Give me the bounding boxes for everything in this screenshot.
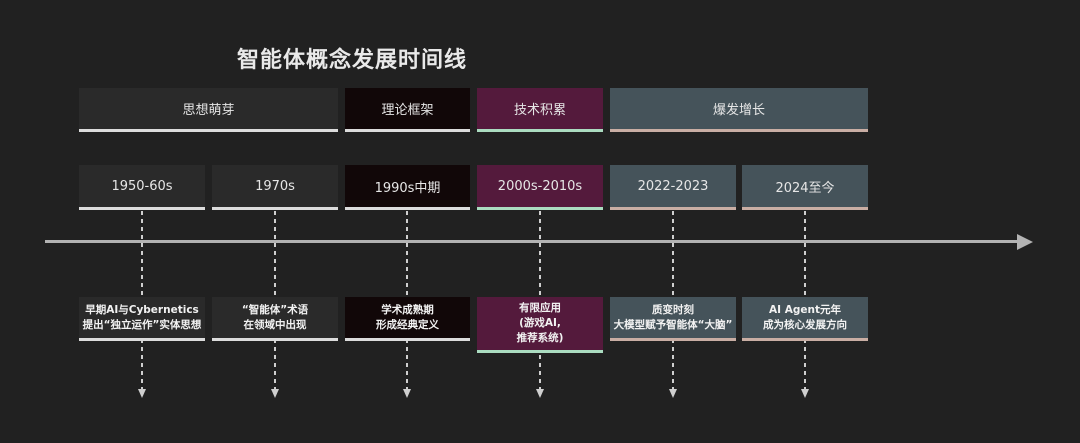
event-line: 在领域中出现 — [243, 318, 307, 331]
event-line: 推荐系统) — [516, 332, 564, 344]
page-title: 智能体概念发展时间线 — [237, 48, 468, 73]
right-arrow-icon — [1017, 233, 1033, 250]
phase-box-accumulation: 技术积累 — [477, 88, 603, 132]
down-arrow-icon — [138, 389, 146, 398]
event-line: 学术成熟期 — [381, 303, 434, 316]
event-box-term-appears: “智能体”术语 在领域中出现 — [212, 297, 338, 341]
phase-box-explosion: 爆发增长 — [610, 88, 868, 132]
period-box-2024-now: 2024至今 — [742, 165, 868, 210]
event-line: AI Agent元年 — [769, 303, 841, 316]
event-line: 成为核心发展方向 — [763, 318, 847, 331]
period-label: 1950-60s — [111, 178, 173, 194]
period-label: 2022-2023 — [637, 178, 709, 194]
phase-label: 技术积累 — [513, 103, 566, 118]
phase-label: 理论框架 — [381, 103, 434, 118]
down-arrow-icon — [669, 389, 677, 398]
event-box-early-ai: 早期AI与Cybernetics 提出“独立运作”实体思想 — [79, 297, 205, 341]
period-label: 2000s-2010s — [497, 178, 583, 194]
event-line: 质变时刻 — [652, 303, 694, 316]
event-box-qualitative-change: 质变时刻 大模型赋予智能体“大脑” — [610, 297, 736, 341]
period-label: 1990s中期 — [374, 180, 441, 196]
period-box-1970s: 1970s — [212, 165, 338, 210]
period-label: 2024至今 — [775, 180, 835, 196]
event-box-ai-agent-era: AI Agent元年 成为核心发展方向 — [742, 297, 868, 341]
event-line: 提出“独立运作”实体思想 — [82, 318, 202, 331]
period-label: 1970s — [255, 178, 295, 194]
event-box-academic-maturity: 学术成熟期 形成经典定义 — [345, 297, 470, 341]
phase-box-theory: 理论框架 — [345, 88, 470, 132]
down-arrow-icon — [271, 389, 279, 398]
phase-box-ideation: 思想萌芽 — [79, 88, 338, 132]
down-arrow-icon — [403, 389, 411, 398]
event-line: 形成经典定义 — [376, 318, 439, 331]
phase-label: 爆发增长 — [712, 103, 765, 118]
event-line: 早期AI与Cybernetics — [85, 303, 199, 316]
event-line: 有限应用 — [519, 302, 561, 314]
event-line: 大模型赋予智能体“大脑” — [613, 318, 733, 331]
event-line: “智能体”术语 — [241, 303, 309, 316]
period-box-1990s: 1990s中期 — [345, 165, 470, 210]
down-arrow-icon — [801, 389, 809, 398]
phase-label: 思想萌芽 — [182, 103, 235, 118]
period-box-1950-60s: 1950-60s — [79, 165, 205, 210]
period-box-2022-2023: 2022-2023 — [610, 165, 736, 210]
period-box-2000s-2010s: 2000s-2010s — [477, 165, 603, 210]
event-box-limited-apps: 有限应用 (游戏AI, 推荐系统) — [477, 297, 603, 353]
event-line: (游戏AI, — [519, 317, 561, 329]
time-axis-line — [45, 240, 1018, 243]
down-arrow-icon — [536, 389, 544, 398]
